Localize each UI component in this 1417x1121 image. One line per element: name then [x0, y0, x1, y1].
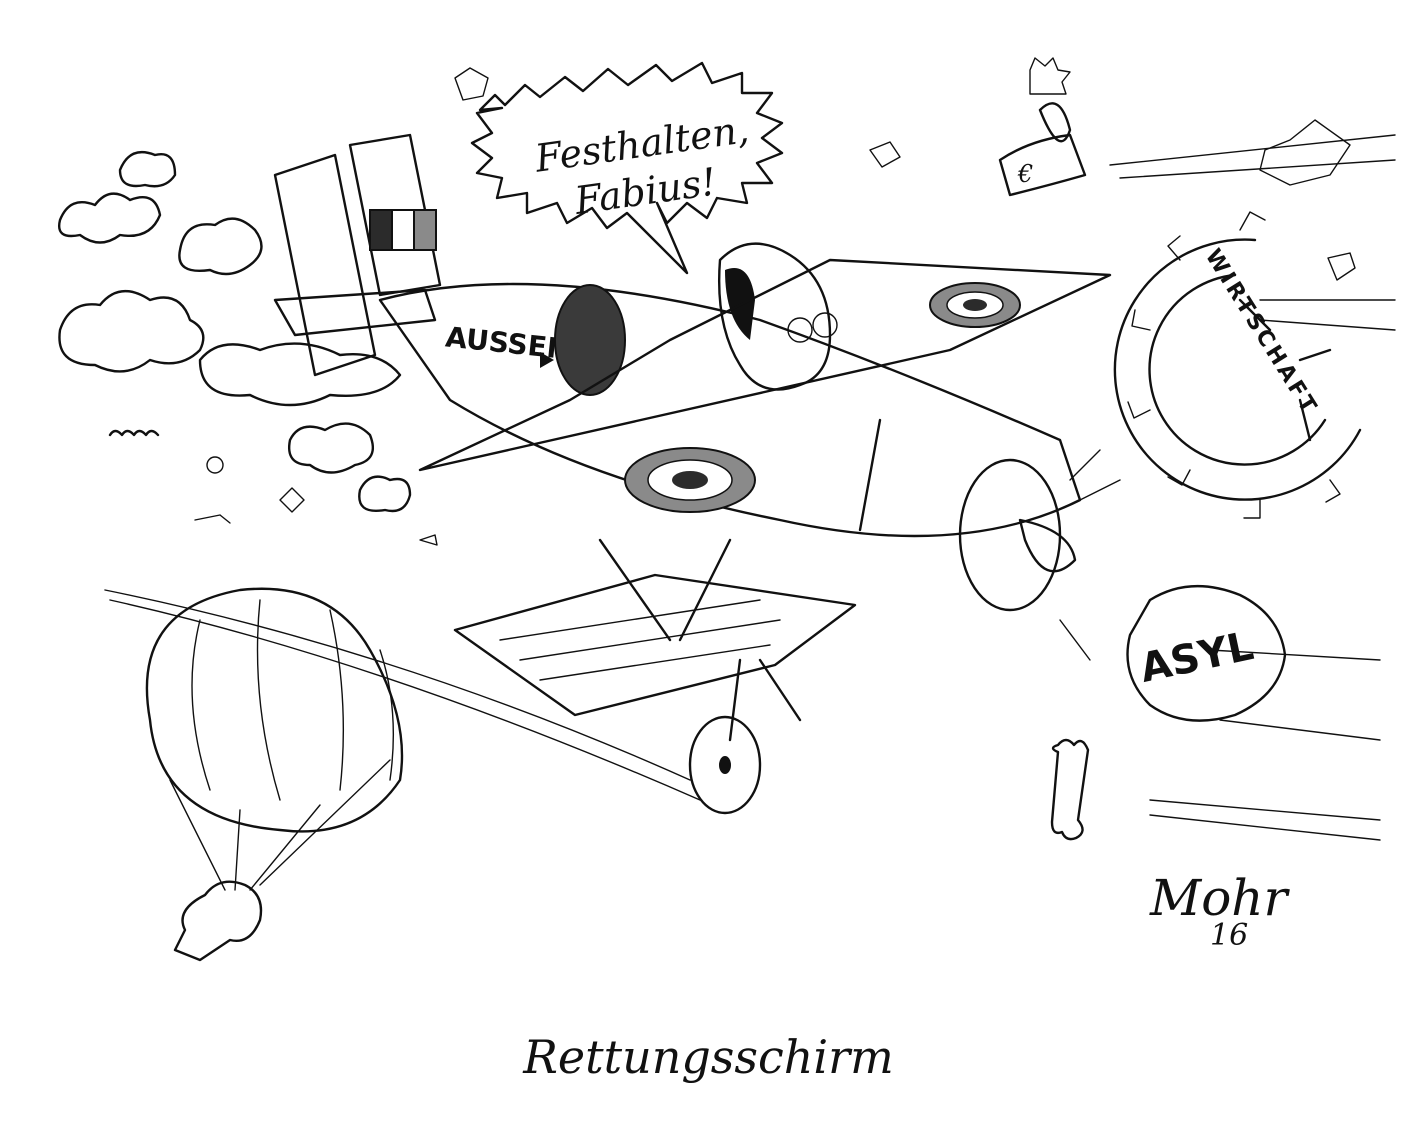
wing-roundel-left: [624, 447, 756, 513]
rock-label: ASYL: [1136, 623, 1257, 692]
wing-roundel-right: [929, 282, 1021, 328]
smoke-clouds: [58, 150, 412, 513]
artist-signature: Mohr 16: [1149, 869, 1291, 953]
bone: [1050, 738, 1090, 841]
signature-year: 16: [1210, 918, 1248, 953]
euro-banknote: €: [998, 57, 1087, 197]
wirtschaft-gear: WIRTSCHAFT: [1113, 211, 1362, 519]
speed-lines: [104, 134, 1396, 841]
flying-debris: [194, 67, 1356, 546]
tricolor-flag: [369, 209, 437, 251]
speech-bubble: Festhalten, Fabius!: [470, 61, 784, 275]
signature-name: Mohr: [1149, 869, 1291, 927]
euro-symbol: €: [1017, 160, 1033, 188]
parachute: [145, 587, 404, 962]
cartoon-caption: Rettungsschirm: [523, 1030, 894, 1084]
gear-label: WIRTSCHAFT: [1200, 245, 1322, 420]
biplane: AUSSEN: [273, 133, 1121, 815]
